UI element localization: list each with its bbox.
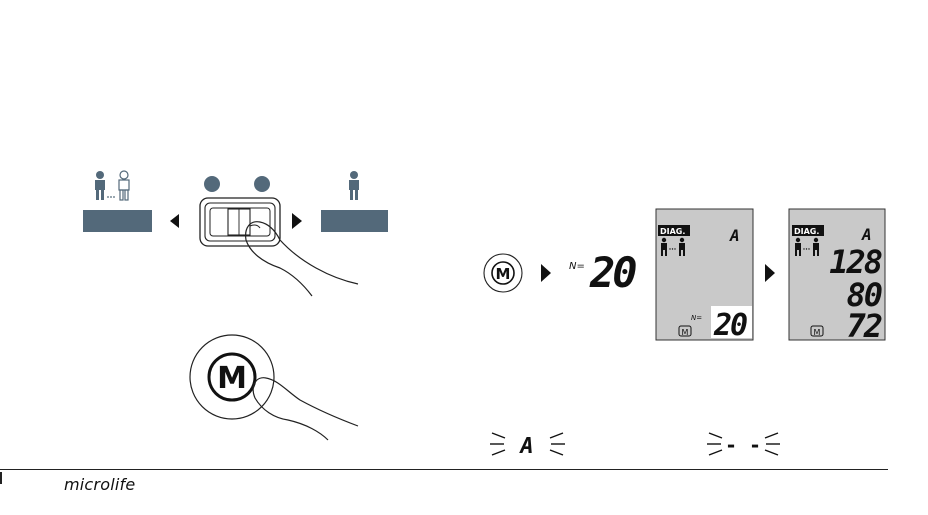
left-arrow-icon — [170, 214, 179, 228]
blink-display-2: - - — [725, 433, 761, 457]
indicator-dot-left — [204, 176, 220, 192]
lcd1-memory-icon: M — [682, 328, 689, 337]
lcd2-memory-icon: M — [814, 328, 821, 337]
m-button-small-letter: M — [496, 265, 511, 283]
single-user-icon — [349, 171, 359, 200]
m-button-large-letter: M — [217, 361, 247, 396]
mode-switch — [200, 198, 280, 246]
brand-logo: microlife — [64, 475, 135, 494]
indicator-dot-right — [254, 176, 270, 192]
left-mode-plate — [83, 210, 152, 232]
lcd1-diag-tag: DIAG. — [660, 227, 685, 236]
lcd1-user: A — [729, 226, 740, 245]
lcd2-pulse: 72 — [846, 307, 881, 345]
count-prefix-label: N= — [569, 261, 585, 272]
lcd2-diag-tag: DIAG. — [794, 227, 819, 236]
right-arrow-icon — [292, 213, 302, 229]
lcd1-count: 20 — [713, 308, 747, 343]
footer-tick — [0, 472, 2, 484]
flow-arrow-1 — [541, 264, 551, 282]
right-mode-plate — [321, 210, 388, 232]
count-value: 20 — [589, 248, 636, 297]
footer-divider — [0, 469, 888, 470]
two-users-icon — [95, 171, 129, 200]
blink-display-1: A — [518, 434, 533, 459]
lcd2-user: A — [861, 225, 872, 244]
lcd1-count-prefix: N= — [691, 314, 702, 322]
flow-arrow-2 — [765, 264, 775, 282]
